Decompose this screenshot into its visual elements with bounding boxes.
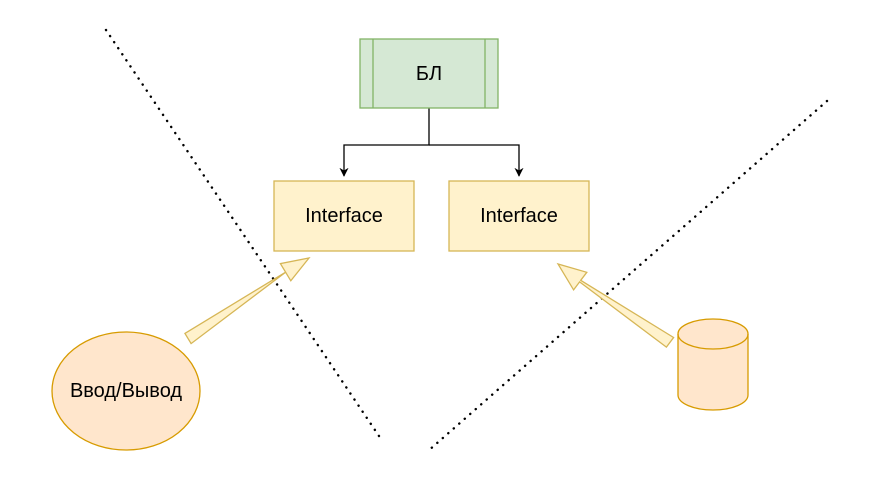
io-node-shape — [51, 331, 201, 451]
connector-core-to-interface-left — [339, 108, 430, 177]
boundary-line-right — [426, 99, 829, 453]
io-node[interactable]: Ввод/Вывод — [51, 331, 201, 451]
interface-right-node[interactable]: Interface — [448, 180, 590, 252]
interface-right-box — [448, 180, 590, 252]
storage-cylinder-icon — [677, 318, 749, 411]
interface-left-box — [273, 180, 415, 252]
storage-cylinder-rim — [677, 333, 749, 350]
core-node-label: БЛ — [416, 63, 442, 85]
interface-left-label: Interface — [305, 205, 383, 227]
interface-right-label: Interface — [480, 205, 558, 227]
core-node[interactable]: БЛ — [359, 38, 499, 109]
io-to-interface-left-arrow — [184, 257, 311, 345]
storage-to-interface-right-arrow — [556, 262, 675, 349]
storage-node[interactable] — [677, 318, 749, 411]
connector-core-to-interface-right — [429, 144, 524, 177]
io-node-label: Ввод/Вывод — [70, 380, 182, 402]
interface-left-node[interactable]: Interface — [273, 180, 415, 252]
core-node-box — [359, 38, 499, 109]
